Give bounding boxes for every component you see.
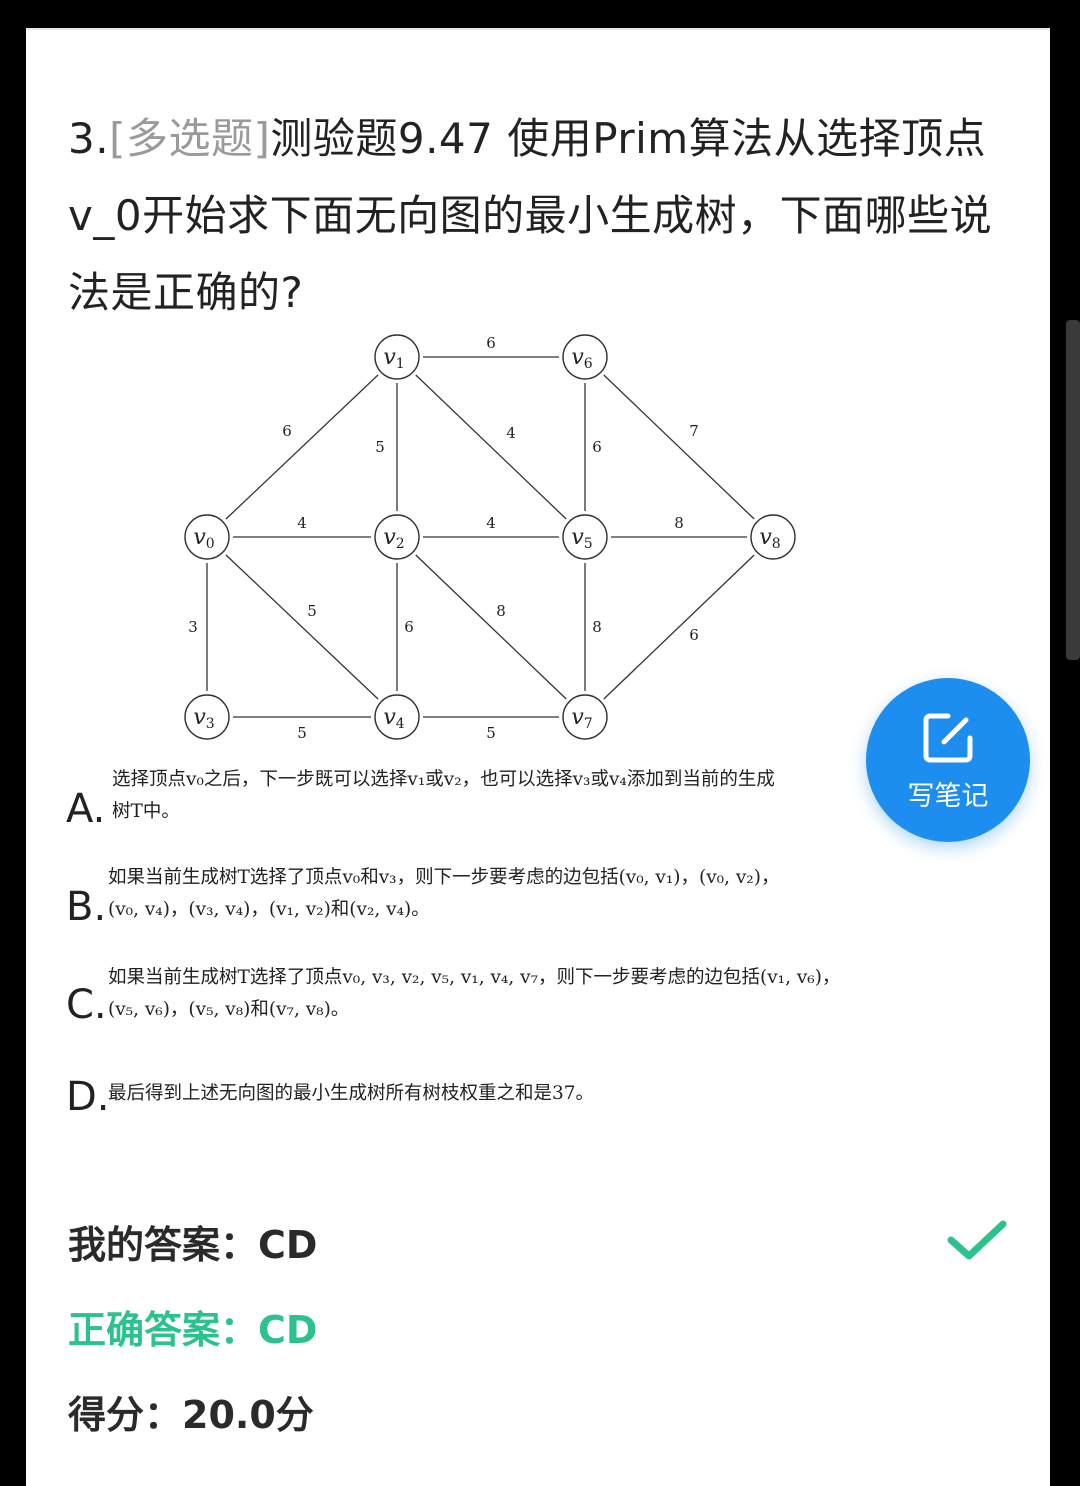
edge-weight-label: 5 bbox=[307, 602, 317, 620]
edge-weight-label: 3 bbox=[188, 618, 198, 636]
graph-node-v5: v5 bbox=[562, 514, 608, 560]
edge-weight-label: 6 bbox=[592, 438, 602, 456]
graph-node-v1: v1 bbox=[374, 334, 420, 380]
option-text: 如果当前生成树T选择了顶点v₀, v₃, v₂, v₅, v₁, v₄, v₇，… bbox=[108, 962, 868, 1026]
edge-weight-label: 6 bbox=[486, 334, 496, 352]
correct-answer: 正确答案：CD bbox=[68, 1308, 318, 1352]
top-divider bbox=[26, 28, 1050, 30]
option-text-line: 如果当前生成树T选择了顶点v₀, v₃, v₂, v₅, v₁, v₄, v₇，… bbox=[108, 967, 841, 988]
option-text-line: 选择顶点v₀之后，下一步既可以选择v₁或v₂，也可以选择v₃或v₄添加到当前的生… bbox=[112, 769, 775, 790]
question-type: [多选题] bbox=[109, 114, 271, 163]
option-text: 如果当前生成树T选择了顶点v₀和v₃，则下一步要考虑的边包括(v₀, v₁)，(… bbox=[108, 862, 868, 926]
option-letter: D. bbox=[66, 1074, 110, 1120]
write-note-button[interactable]: 写笔记 bbox=[866, 678, 1030, 842]
option-letter: B. bbox=[66, 884, 107, 930]
check-icon bbox=[947, 1220, 1007, 1260]
option-letter: C. bbox=[66, 982, 107, 1028]
option-text-line: 如果当前生成树T选择了顶点v₀和v₃，则下一步要考虑的边包括(v₀, v₁)，(… bbox=[108, 867, 780, 888]
question-title: 3.[多选题]测验题9.47 使用Prim算法从选择顶点v_0开始求下面无向图的… bbox=[68, 100, 1028, 331]
option-text-line: 最后得到上述无向图的最小生成树所有树枝权重之和是37。 bbox=[108, 1083, 595, 1104]
question-number: 3. bbox=[68, 114, 110, 163]
edge-weight-label: 7 bbox=[689, 422, 699, 440]
edge-weight-label: 5 bbox=[375, 438, 385, 456]
option-b[interactable]: B. 如果当前生成树T选择了顶点v₀和v₃，则下一步要考虑的边包括(v₀, v₁… bbox=[66, 862, 866, 932]
option-text-line: (v₀, v₄)，(v₃, v₄)，(v₁, v₂)和(v₂, v₄)。 bbox=[108, 899, 430, 920]
option-a[interactable]: A. 选择顶点v₀之后，下一步既可以选择v₁或v₂，也可以选择v₃或v₄添加到当… bbox=[66, 766, 866, 836]
edge-weight-label: 5 bbox=[486, 724, 496, 742]
edge-weight-label: 6 bbox=[282, 422, 292, 440]
graph-node-v3: v3 bbox=[184, 694, 230, 740]
graph-edge bbox=[225, 374, 379, 520]
option-c[interactable]: C. 如果当前生成树T选择了顶点v₀, v₃, v₂, v₅, v₁, v₄, … bbox=[66, 962, 866, 1032]
graph-node-v8: v8 bbox=[750, 514, 796, 560]
option-text-line: (v₅, v₆)，(v₅, v₈)和(v₇, v₈)。 bbox=[108, 999, 350, 1020]
graph-node-v7: v7 bbox=[562, 694, 608, 740]
graph-edge bbox=[415, 554, 567, 700]
scrollbar[interactable] bbox=[1066, 320, 1080, 660]
my-answer: 我的答案：CD bbox=[68, 1223, 318, 1267]
graph-edge bbox=[603, 374, 755, 520]
edge-weight-label: 4 bbox=[506, 424, 516, 442]
graph-edge bbox=[603, 554, 755, 700]
edge-weight-label: 8 bbox=[674, 514, 684, 532]
graph-node-v0: v0 bbox=[184, 514, 230, 560]
graph-node-v2: v2 bbox=[374, 514, 420, 560]
edit-note-icon bbox=[923, 713, 973, 762]
edge-weight-label: 4 bbox=[486, 514, 496, 532]
question-text: 测验题9.47 使用Prim算法从选择顶点v_0开始求下面无向图的最小生成树，下… bbox=[68, 114, 993, 317]
edge-weight-label: 6 bbox=[404, 618, 414, 636]
edge-weight-label: 8 bbox=[496, 602, 506, 620]
edge-weight-label: 5 bbox=[297, 724, 307, 742]
edge-weight-label: 8 bbox=[592, 618, 602, 636]
write-note-label: 写笔记 bbox=[907, 780, 989, 812]
option-d[interactable]: D. 最后得到上述无向图的最小生成树所有树枝权重之和是37。 bbox=[66, 1074, 866, 1124]
score: 得分：20.0分 bbox=[68, 1393, 314, 1437]
graph-edge bbox=[225, 554, 379, 700]
edge-weight-label: 6 bbox=[689, 626, 699, 644]
option-text-line: 树T中。 bbox=[112, 801, 180, 822]
graph-node-v6: v6 bbox=[562, 334, 608, 380]
option-text: 选择顶点v₀之后，下一步既可以选择v₁或v₂，也可以选择v₃或v₄添加到当前的生… bbox=[112, 764, 872, 828]
graph-edge bbox=[415, 374, 567, 520]
graph-node-v4: v4 bbox=[374, 694, 420, 740]
graph-diagram: 6 6 5 4 6 7 4 4 8 3 5 6 8 8 6 5 5 v0 v1 v2 v3 v4 v5 v6 v7 v8 bbox=[184, 334, 796, 742]
option-letter: A. bbox=[66, 786, 106, 832]
edge-weight-label: 4 bbox=[297, 514, 307, 532]
option-text: 最后得到上述无向图的最小生成树所有树枝权重之和是37。 bbox=[108, 1078, 868, 1110]
